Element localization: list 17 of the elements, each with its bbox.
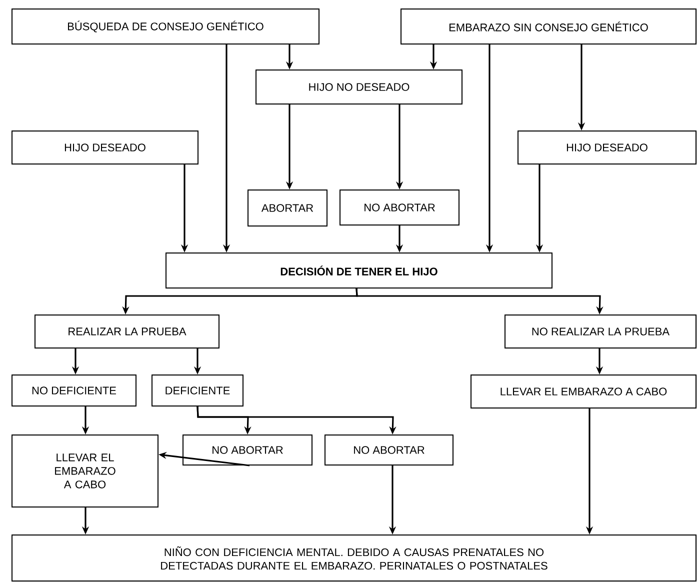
text-box: NO REALIZAR LA PRUEBA: [504, 314, 696, 348]
text-box: ABORTAR: [248, 190, 328, 226]
text-box: NO ABORTAR: [324, 434, 454, 466]
text-box: NO ABORTAR: [182, 434, 312, 466]
text-box: NIÑO CON DEFICIENCIA MENTAL. DEBIDO A CAUSAS PRENATALES NO DETECTADAS DURANTE EL EMBARAZO. PERINATALES O POSTNATALES: [12, 534, 696, 582]
text-box: EMBARAZO SIN CONSEJO GENÉTICO: [400, 8, 696, 44]
text-box: LLEVAR EL EMBARAZO A CABO: [12, 434, 158, 508]
text-box: HIJO DESEADO: [518, 130, 696, 164]
text-box: NO ABORTAR: [340, 190, 460, 226]
text-box: REALIZAR LA PRUEBA: [34, 314, 220, 348]
decision-box: DECISIÓN DE TENER EL HIJO: [166, 252, 552, 288]
text-box: LLEVAR EL EMBARAZO A CABO: [470, 374, 696, 408]
text-box: HIJO DESEADO: [12, 130, 198, 164]
text-box: DEFICIENTE: [152, 374, 244, 406]
text-box: BÚSQUEDA DE CONSEJO GENÉTICO: [12, 8, 320, 44]
text-box: HIJO NO DESEADO: [256, 70, 462, 104]
text-box: NO DEFICIENTE: [12, 374, 136, 406]
